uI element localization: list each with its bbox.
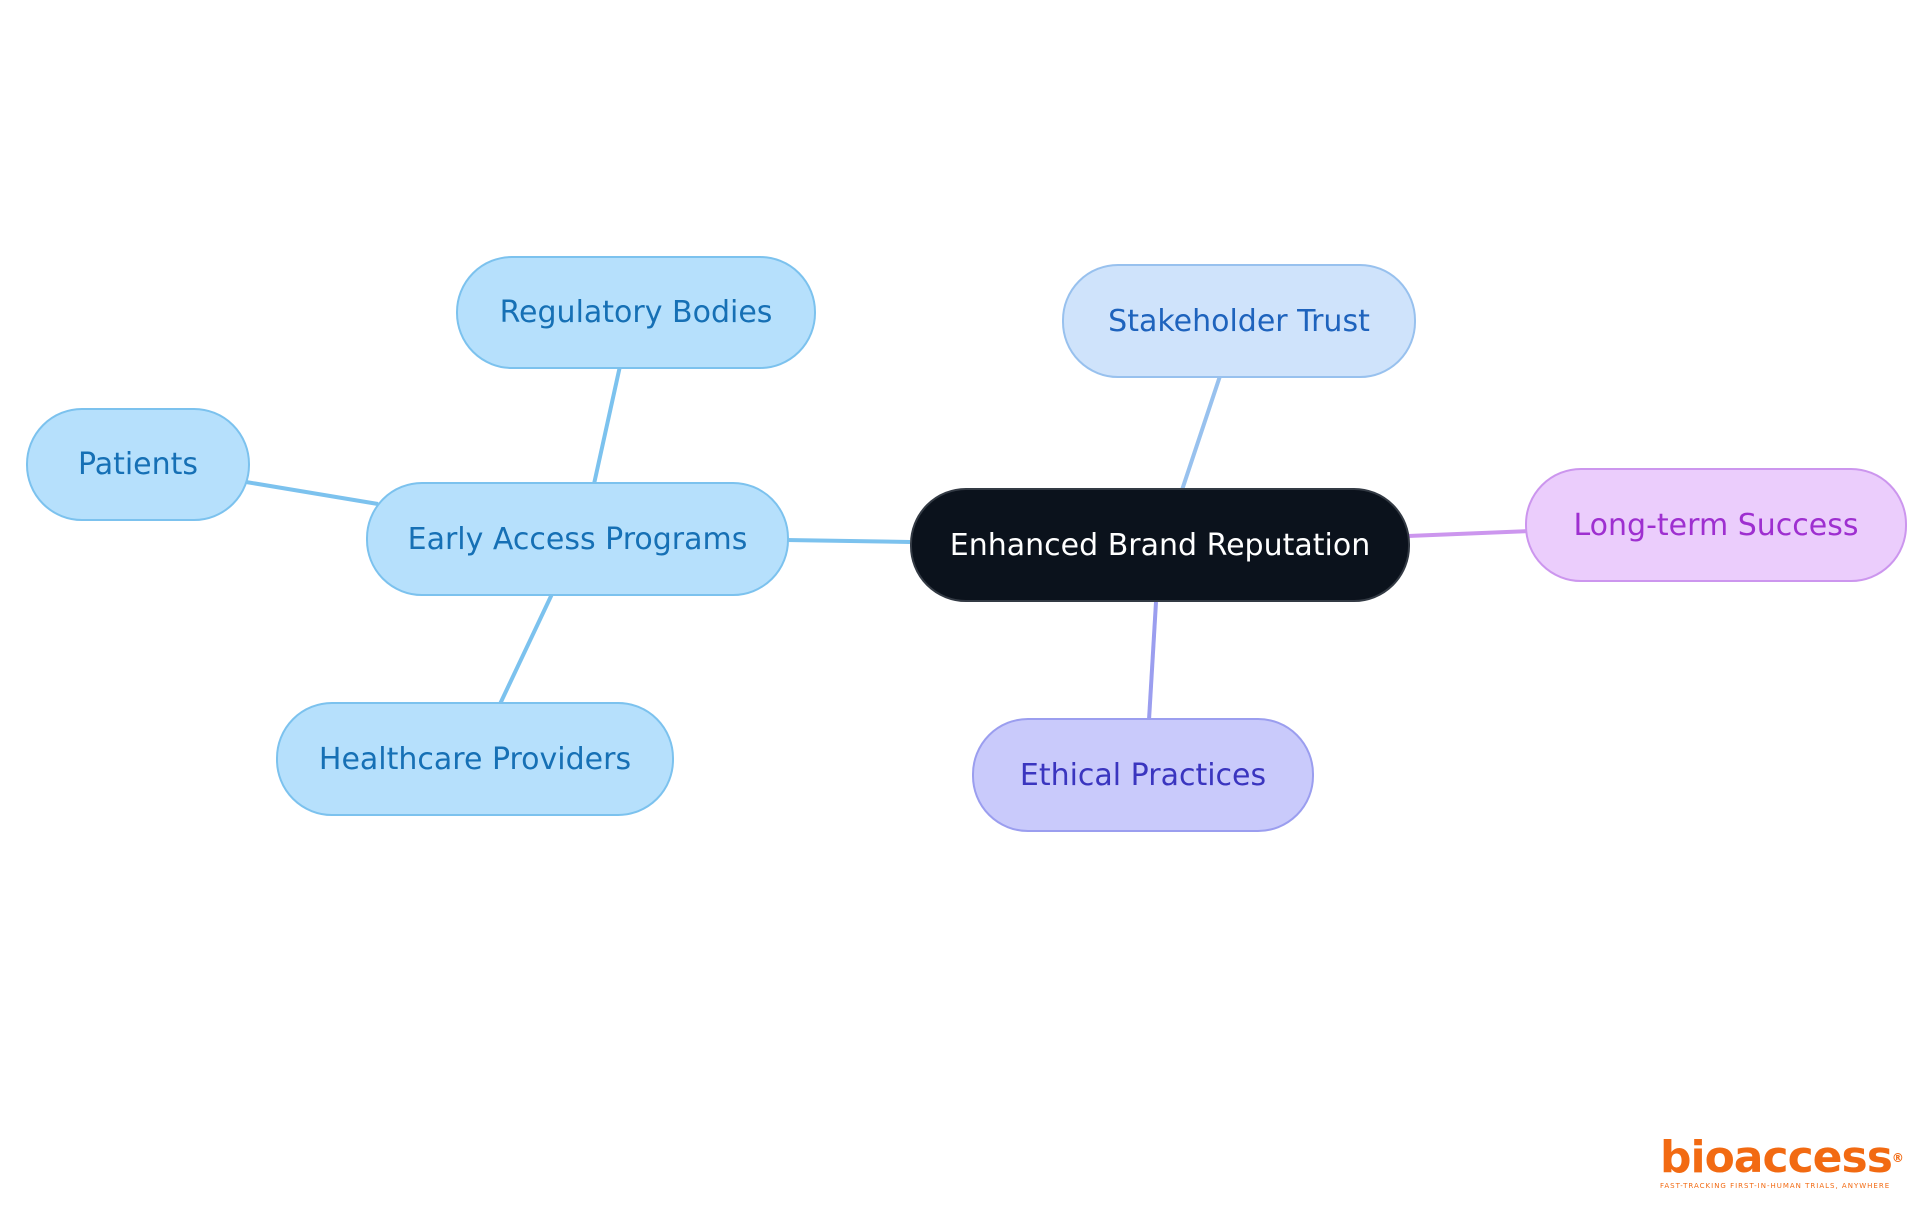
node-ethical-practices-label: Ethical Practices — [1019, 757, 1267, 793]
connector-early-access-healthcare — [498, 593, 554, 705]
node-long-term-success[interactable]: Long-term Success — [1525, 468, 1907, 582]
logo-wordmark-text: bioaccess — [1660, 1132, 1893, 1183]
connector-early-access-patients — [245, 480, 379, 506]
node-ethical-practices[interactable]: Ethical Practices — [972, 718, 1314, 832]
registered-mark: ® — [1891, 1151, 1904, 1165]
node-patients[interactable]: Patients — [26, 408, 250, 521]
node-patients-label: Patients — [77, 447, 199, 482]
logo-wordmark: bioaccess® — [1660, 1136, 1904, 1180]
connector-root-ethical — [1147, 601, 1158, 721]
connector-root-stakeholder — [1180, 375, 1222, 491]
node-early-access-programs-label: Early Access Programs — [407, 521, 748, 557]
node-healthcare-providers[interactable]: Healthcare Providers — [276, 702, 674, 816]
connector-root-long-term — [1407, 529, 1531, 538]
node-early-access-programs[interactable]: Early Access Programs — [366, 482, 789, 596]
node-stakeholder-trust[interactable]: Stakeholder Trust — [1062, 264, 1416, 378]
connector-root-early-access — [785, 538, 911, 544]
logo-tagline: FAST-TRACKING FIRST-IN-HUMAN TRIALS, ANY… — [1660, 1182, 1891, 1190]
node-healthcare-providers-label: Healthcare Providers — [318, 741, 632, 777]
node-long-term-success-label: Long-term Success — [1573, 507, 1859, 543]
root-node-label: Enhanced Brand Reputation — [949, 527, 1371, 563]
connector-early-access-regulatory — [592, 365, 622, 485]
root-node[interactable]: Enhanced Brand Reputation — [910, 488, 1410, 602]
node-regulatory-bodies-label: Regulatory Bodies — [499, 295, 773, 330]
bioaccess-logo: bioaccess® FAST-TRACKING FIRST-IN-HUMAN … — [1660, 1136, 1904, 1191]
node-regulatory-bodies[interactable]: Regulatory Bodies — [456, 256, 816, 369]
node-stakeholder-trust-label: Stakeholder Trust — [1108, 303, 1370, 339]
